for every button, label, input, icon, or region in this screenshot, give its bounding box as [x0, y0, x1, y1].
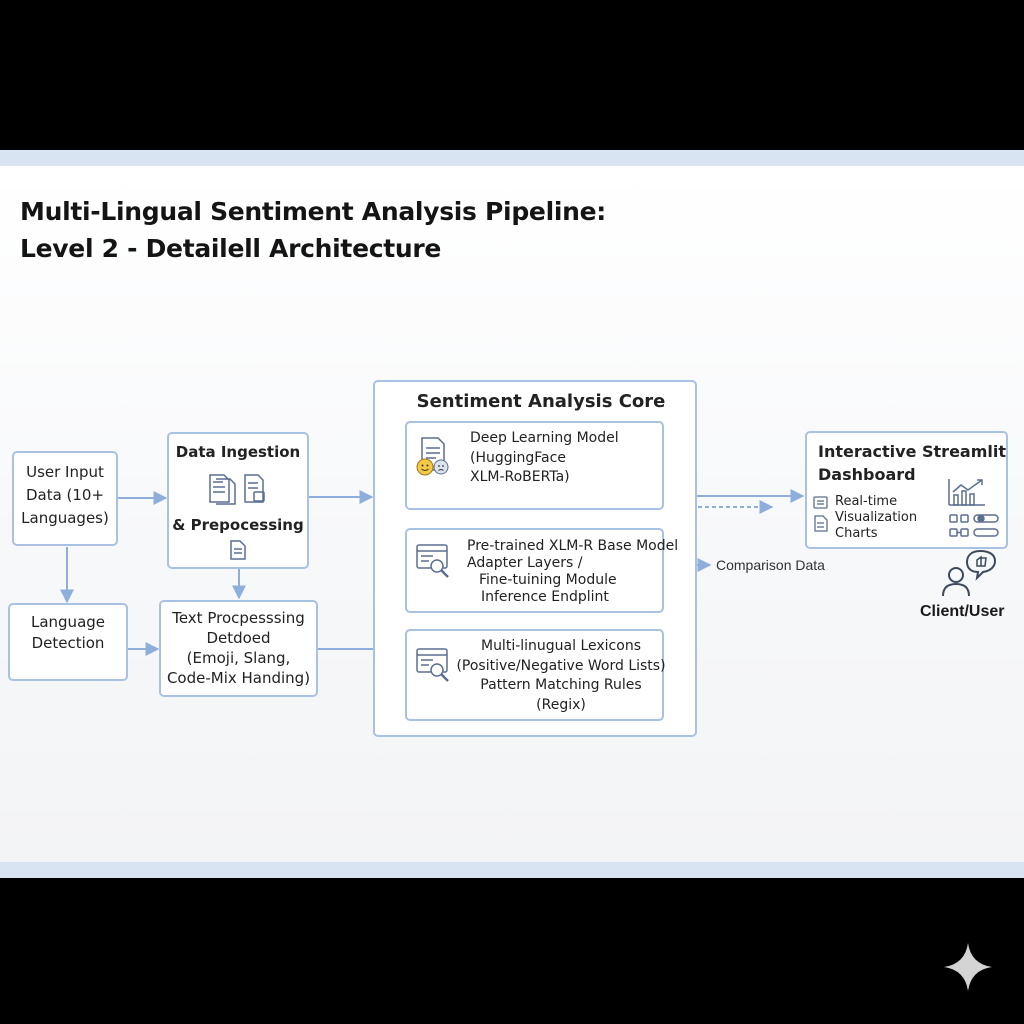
pretrained-line: Inference Endplint: [481, 589, 609, 605]
text-processing-line: Code-Mix Handing): [166, 669, 311, 687]
deep-learning-line: Deep Learning Model: [470, 430, 619, 446]
dashboard-features: Real-time Visualization Charts: [835, 494, 917, 542]
sparkle-icon: [944, 943, 992, 991]
documents-icon: [209, 474, 265, 505]
title-line-2: Level 2 - Detailell Architecture: [20, 234, 442, 263]
lexicons-line: (Positive/Negative Word Lists): [456, 657, 666, 674]
text-processing-line: (Emoji, Slang,: [186, 649, 291, 667]
page-title: Multi-Lingual Sentiment Analysis Pipelin…: [20, 193, 606, 267]
dashboard-feature-line: Charts: [835, 526, 878, 541]
lexicons-line: Multi-linugual Lexicons: [480, 638, 641, 654]
dashboard-feature-line: Visualization: [835, 510, 918, 525]
line-chart-icon: [948, 479, 985, 506]
user-input-line: Data (10+: [25, 486, 105, 504]
user-input-label: User Input Data (10+ Languages): [12, 461, 118, 530]
text-processing-label: Text Procpesssing Detdoed (Emoji, Slang,…: [159, 608, 318, 688]
title-line-1: Multi-Lingual Sentiment Analysis Pipelin…: [20, 197, 606, 226]
data-ingestion-box: [167, 432, 309, 569]
user-input-line: Languages): [21, 509, 109, 527]
data-ingestion-title: Data Ingestion: [175, 443, 301, 461]
sliders-icon: [949, 514, 999, 537]
sentiment-document-icon: [416, 437, 449, 476]
bottom-band: [0, 862, 1024, 878]
language-detection-box: [8, 603, 128, 681]
pretrained-model-box: [405, 528, 664, 613]
dashboard-title: Interactive Streamlit Dashboard: [818, 440, 1006, 486]
search-window-icon: [416, 648, 449, 682]
dashboard-doc-icon: [813, 496, 828, 532]
dashboard-feature-line: Real-time: [835, 494, 898, 509]
pretrained-line: Fine-tuining Module: [479, 572, 617, 588]
comparison-data-label: Comparison Data: [716, 557, 825, 573]
language-detection-line: Language: [30, 613, 106, 631]
dashboard-title-line: Dashboard: [818, 465, 916, 484]
user-input-line: User Input: [26, 463, 104, 481]
lexicons-box: [405, 629, 664, 721]
language-detection-line: Detection: [31, 634, 105, 652]
file-icon: [230, 540, 246, 560]
lexicons-line: (Regix): [536, 696, 586, 713]
user-feedback-icon: [942, 549, 997, 597]
pretrained-model-label: Pre-trained XLM-R Base Model Adapter Lay…: [467, 538, 679, 606]
text-processing-line: Detdoed: [206, 629, 271, 647]
user-input-box: [12, 451, 118, 546]
deep-learning-line: XLM-RoBERTa): [470, 469, 570, 485]
text-processing-line: Text Procpesssing: [172, 609, 305, 627]
lexicons-label: Multi-linugual Lexicons (Positive/Negati…: [455, 637, 667, 715]
data-ingestion-subtitle: & Prepocessing: [172, 516, 304, 534]
deep-learning-line: (HuggingFace: [470, 449, 566, 466]
client-user-label: Client/User: [920, 603, 1005, 620]
dashboard-title-line: Interactive Streamlit: [818, 442, 1006, 461]
deep-learning-model-label: Deep Learning Model (HuggingFace XLM-RoB…: [470, 429, 619, 488]
language-detection-label: Language Detection: [8, 612, 128, 654]
pretrained-line: Adapter Layers /: [467, 555, 583, 571]
top-band: [0, 150, 1024, 166]
lexicons-line: Pattern Matching Rules: [480, 677, 642, 693]
sentiment-core-title: Sentiment Analysis Core: [416, 391, 666, 412]
dashboard-box: [805, 431, 1008, 549]
pretrained-line: Pre-trained XLM-R Base Model: [467, 538, 679, 554]
search-window-icon: [416, 544, 449, 578]
text-processing-box: [159, 600, 318, 697]
